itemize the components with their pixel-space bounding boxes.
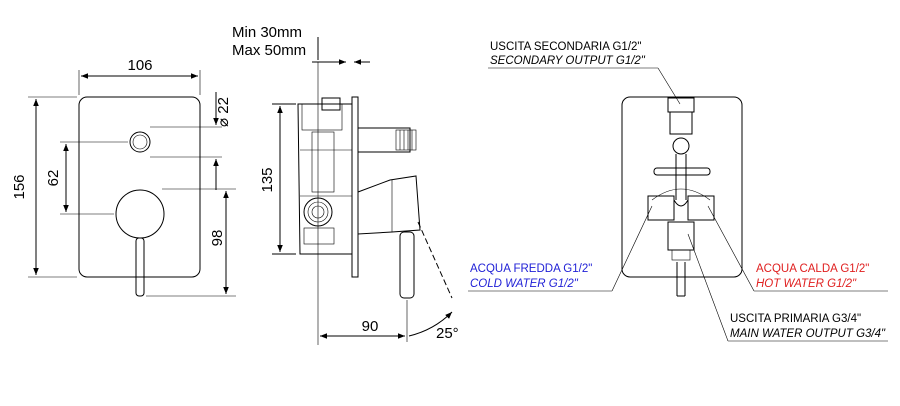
front-view: 106 156 ⌀ 22 62 98 xyxy=(11,57,236,297)
front-width-dim: 106 xyxy=(127,57,152,74)
valve-body xyxy=(297,103,353,255)
rear-plate xyxy=(621,96,743,278)
hot-water-en: HOT WATER G1/2" xyxy=(756,278,857,290)
front-handle-offset-dim: 98 xyxy=(209,230,226,247)
main-output-en: MAIN WATER OUTPUT G3/4" xyxy=(730,328,886,340)
side-depth-dim: 90 xyxy=(362,318,379,335)
side-handle xyxy=(357,175,421,235)
side-angle-dim: 25° xyxy=(436,325,459,342)
secondary-output-it: USCITA SECONDARIA G1/2" xyxy=(490,41,642,53)
front-button-offset-dim: 62 xyxy=(45,170,62,187)
front-diameter-dim: ⌀ 22 xyxy=(215,97,232,127)
front-plate xyxy=(78,96,201,278)
cold-inlet xyxy=(647,195,675,221)
side-min-depth: Min 30mm xyxy=(232,24,302,41)
mixer-handle-knob xyxy=(115,189,165,239)
hot-water-it: ACQUA CALDA G1/2" xyxy=(756,263,869,275)
front-height-dim: 156 xyxy=(11,174,28,199)
mixer-lever xyxy=(135,237,145,297)
main-outlet xyxy=(667,221,695,251)
hot-inlet xyxy=(687,195,715,221)
secondary-output-en: SECONDARY OUTPUT G1/2" xyxy=(490,55,646,67)
side-max-depth: Max 50mm xyxy=(232,42,306,59)
diverter-button xyxy=(129,131,151,153)
cold-water-it: ACQUA FREDDA G1/2" xyxy=(470,263,592,275)
side-lever xyxy=(399,231,415,299)
cold-water-en: COLD WATER G1/2" xyxy=(470,278,579,290)
main-output-it: USCITA PRIMARIA G3/4" xyxy=(730,313,861,325)
cartridge-stem xyxy=(357,127,411,153)
side-wall-plate xyxy=(351,96,359,278)
side-view: Min 30mm Max 50mm xyxy=(232,24,459,345)
side-height-dim: 135 xyxy=(259,167,276,192)
rear-view: USCITA SECONDARIA G1/2" SECONDARY OUTPUT… xyxy=(468,41,888,342)
